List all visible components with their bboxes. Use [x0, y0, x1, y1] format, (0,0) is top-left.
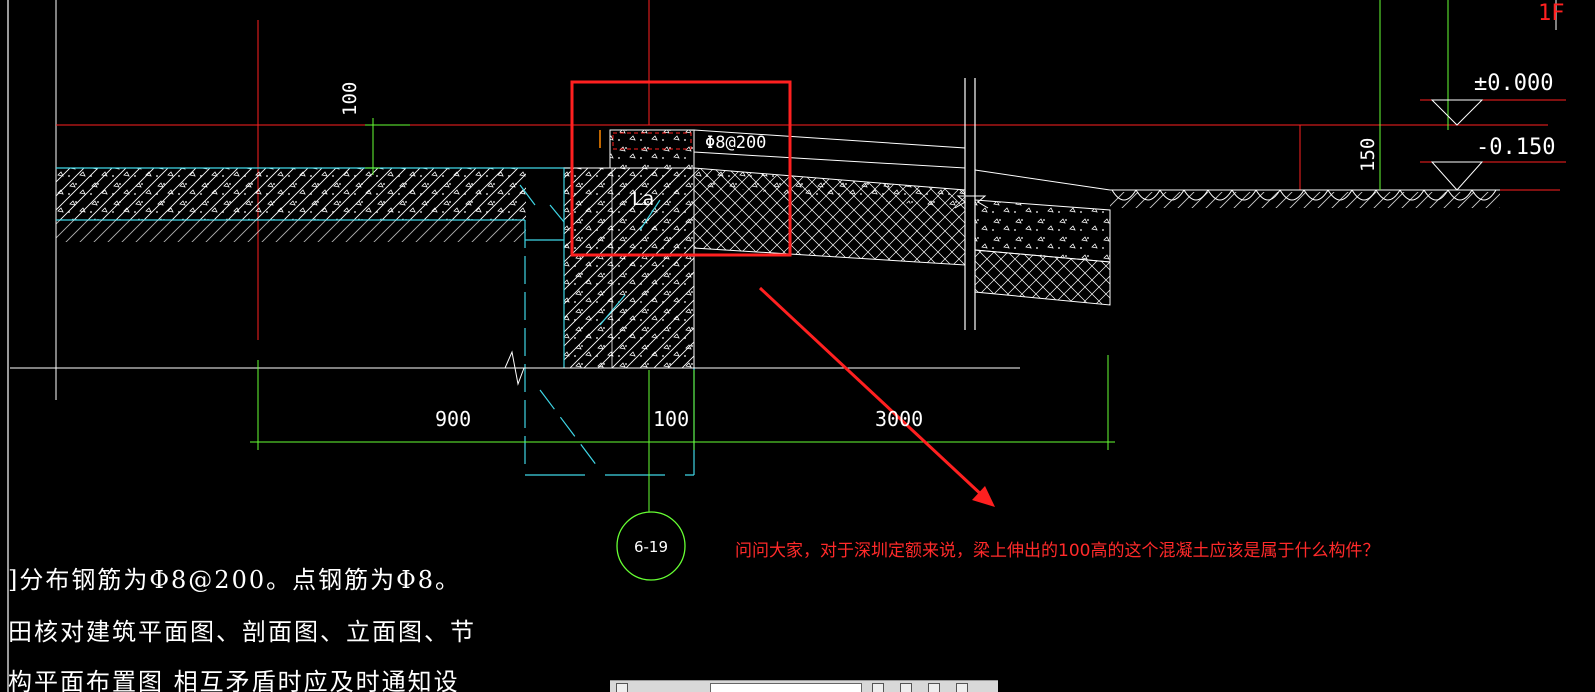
cad-command-bar[interactable] [610, 680, 998, 692]
toolbar-button[interactable] [872, 683, 884, 692]
command-input[interactable] [710, 683, 862, 692]
dim-3000: 3000 [875, 407, 923, 431]
dim-150: 150 [1357, 138, 1379, 172]
dim-100-bottom: 100 [653, 407, 689, 431]
rebar-label: Φ8@200 [705, 133, 766, 153]
note-line-2: 田核对建筑平面图、剖面图、立面图、节 [8, 618, 476, 646]
note-line-3: 构平面布置图 相互矛盾时应及时通知设 [8, 668, 460, 692]
dim-900: 900 [435, 407, 471, 431]
elevation-neg: -0.150 [1476, 135, 1555, 160]
la-label: La [632, 188, 654, 210]
toolbar-button[interactable] [616, 683, 628, 692]
toolbar-button[interactable] [928, 683, 940, 692]
floor-label: 1F [1538, 1, 1565, 26]
question-annotation: 问问大家，对于深圳定额来说，梁上伸出的100高的这个混凝土应该是属于什么构件？ [735, 541, 1380, 561]
toolbar-button[interactable] [900, 683, 912, 692]
annotation-arrow [758, 286, 987, 500]
detail-ref-circle [616, 511, 686, 581]
highlight-box [570, 80, 792, 257]
note-line-1: ]分布钢筋为Φ8@200。点钢筋为Φ8。 [8, 566, 462, 594]
toolbar-button[interactable] [956, 683, 968, 692]
detail-ref-label: 6-19 [634, 538, 668, 556]
elevation-zero: ±0.000 [1474, 71, 1553, 96]
dim-100-top: 100 [339, 82, 361, 116]
